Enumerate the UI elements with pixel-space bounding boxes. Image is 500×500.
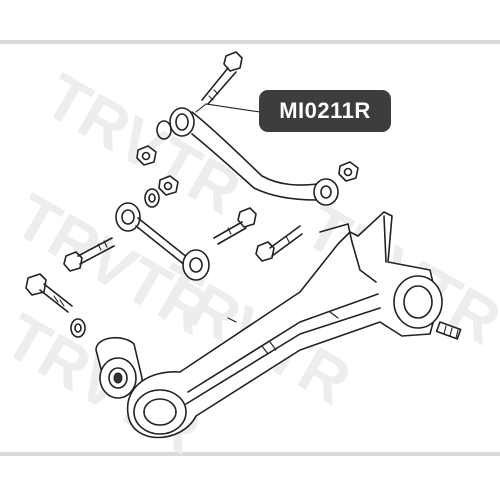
link-nut — [158, 175, 179, 196]
hub-knuckle — [393, 275, 462, 340]
middle-bolt-1 — [213, 207, 257, 245]
lower-arm-bolt — [25, 273, 73, 313]
middle-bolt-2 — [255, 225, 303, 262]
top-border — [0, 40, 500, 44]
upper-arm-nut-right — [338, 161, 359, 182]
upper-control-arm — [156, 107, 339, 206]
bottom-border — [0, 452, 500, 456]
part-number-badge: MI0211R — [259, 90, 391, 132]
trailing-arm — [126, 211, 439, 439]
lower-washer — [70, 318, 86, 338]
bushing — [95, 337, 143, 399]
arm-rib-details — [227, 311, 339, 355]
upper-arm-nut-left — [136, 145, 157, 166]
lateral-link — [115, 202, 210, 281]
leader-line — [195, 103, 261, 113]
link-washer — [144, 188, 160, 208]
left-link-bolt — [63, 237, 115, 272]
top-bolt — [201, 51, 243, 105]
